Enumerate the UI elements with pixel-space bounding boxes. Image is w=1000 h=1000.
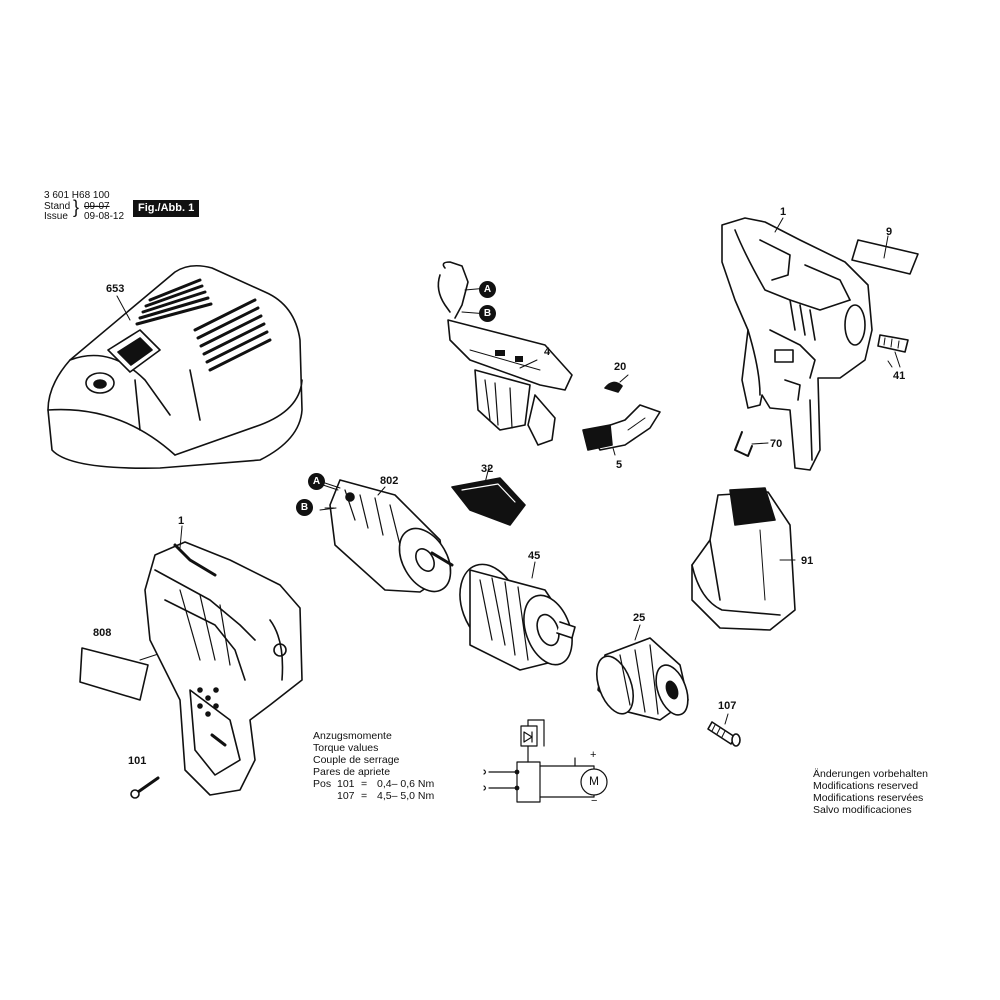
callout-802: 802 [380,475,399,487]
motor-drawing [319,479,454,593]
notice-line-es: Salvo modificaciones [813,804,912,816]
callout-808: 808 [93,627,112,639]
torque-value-101: 0,4– 0,6 Nm [377,778,435,790]
torque-row-107: 107 = 4,5– 5,0 Nm [313,790,434,802]
marker-a-switch: A [479,281,496,298]
marker-a-motor: A [308,473,325,490]
callout-70: 70 [770,438,783,450]
stand-label: Stand [44,201,71,212]
charger-drawing [47,264,303,469]
torque-value-107: 4,5– 5,0 Nm [377,790,435,802]
nameplate-drawing [851,235,919,275]
callout-25: 25 [633,612,646,624]
torque-pos-107: 107 [337,790,355,802]
stand-date: 09-07 [84,201,110,212]
callout-4: 4 [544,346,551,358]
brace: } [73,197,80,217]
notice-line-fr: Modifications reservées [813,792,924,804]
switch-drawing [437,261,573,446]
minus-sign: − [591,795,598,807]
callout-91: 91 [801,555,814,567]
issue-label: Issue [44,211,68,222]
issue-date: 09-08-12 [84,211,125,222]
chuck-drawing [595,637,689,721]
callout-101: 101 [128,755,147,767]
housing-right-drawing [721,217,873,471]
screw-101-drawing [130,776,160,799]
torque-line-fr: Couple de serrage [313,754,400,766]
marker-b-switch: B [479,305,496,322]
callout-9: 9 [886,226,893,238]
screw-107-drawing [707,713,741,747]
callout-1-top: 1 [780,206,787,218]
small-clip-drawing [877,334,909,368]
torque-row-101: Pos 101 = 0,4– 0,6 Nm [313,778,434,790]
leader-lines [116,217,893,641]
pos-label: Pos [313,778,332,790]
torque-eq-101: = [361,778,368,790]
gearbox-drawing [459,563,576,671]
part-number: 3 601 H68 100 [44,190,110,201]
torque-line-en: Torque values [313,742,379,754]
callout-41: 41 [893,370,906,382]
callout-107: 107 [718,700,737,712]
callout-45: 45 [528,550,541,562]
motor-symbol: M [589,774,599,788]
callout-1-left: 1 [178,515,185,527]
callout-5: 5 [616,459,623,471]
torque-eq-107: = [361,790,368,802]
marker-b-motor: B [296,499,313,516]
housing-left-drawing [144,541,303,796]
notice-block: Änderungen vorbehalten Modifications res… [813,768,928,816]
notice-line-en: Modifications reserved [813,780,919,792]
circuit-schematic [483,719,608,803]
torque-block: Anzugsmomente Torque values Couple de se… [313,730,434,802]
figure-badge: Fig./Abb. 1 [133,200,200,217]
callout-653: 653 [106,283,125,295]
torque-line-es: Pares de apriete [313,766,391,778]
part-32-drawing [451,477,526,526]
battery-drawing [691,487,796,631]
notice-line-de: Änderungen vorbehalten [813,768,929,780]
part-5-drawing [582,404,661,451]
plus-sign: + [590,749,597,761]
torque-pos-101: 101 [337,778,355,790]
torque-line-de: Anzugsmomente [313,730,392,742]
callout-32: 32 [481,463,494,475]
callout-20: 20 [614,361,627,373]
part-20-drawing [604,374,629,393]
clip-70-drawing [734,431,769,457]
